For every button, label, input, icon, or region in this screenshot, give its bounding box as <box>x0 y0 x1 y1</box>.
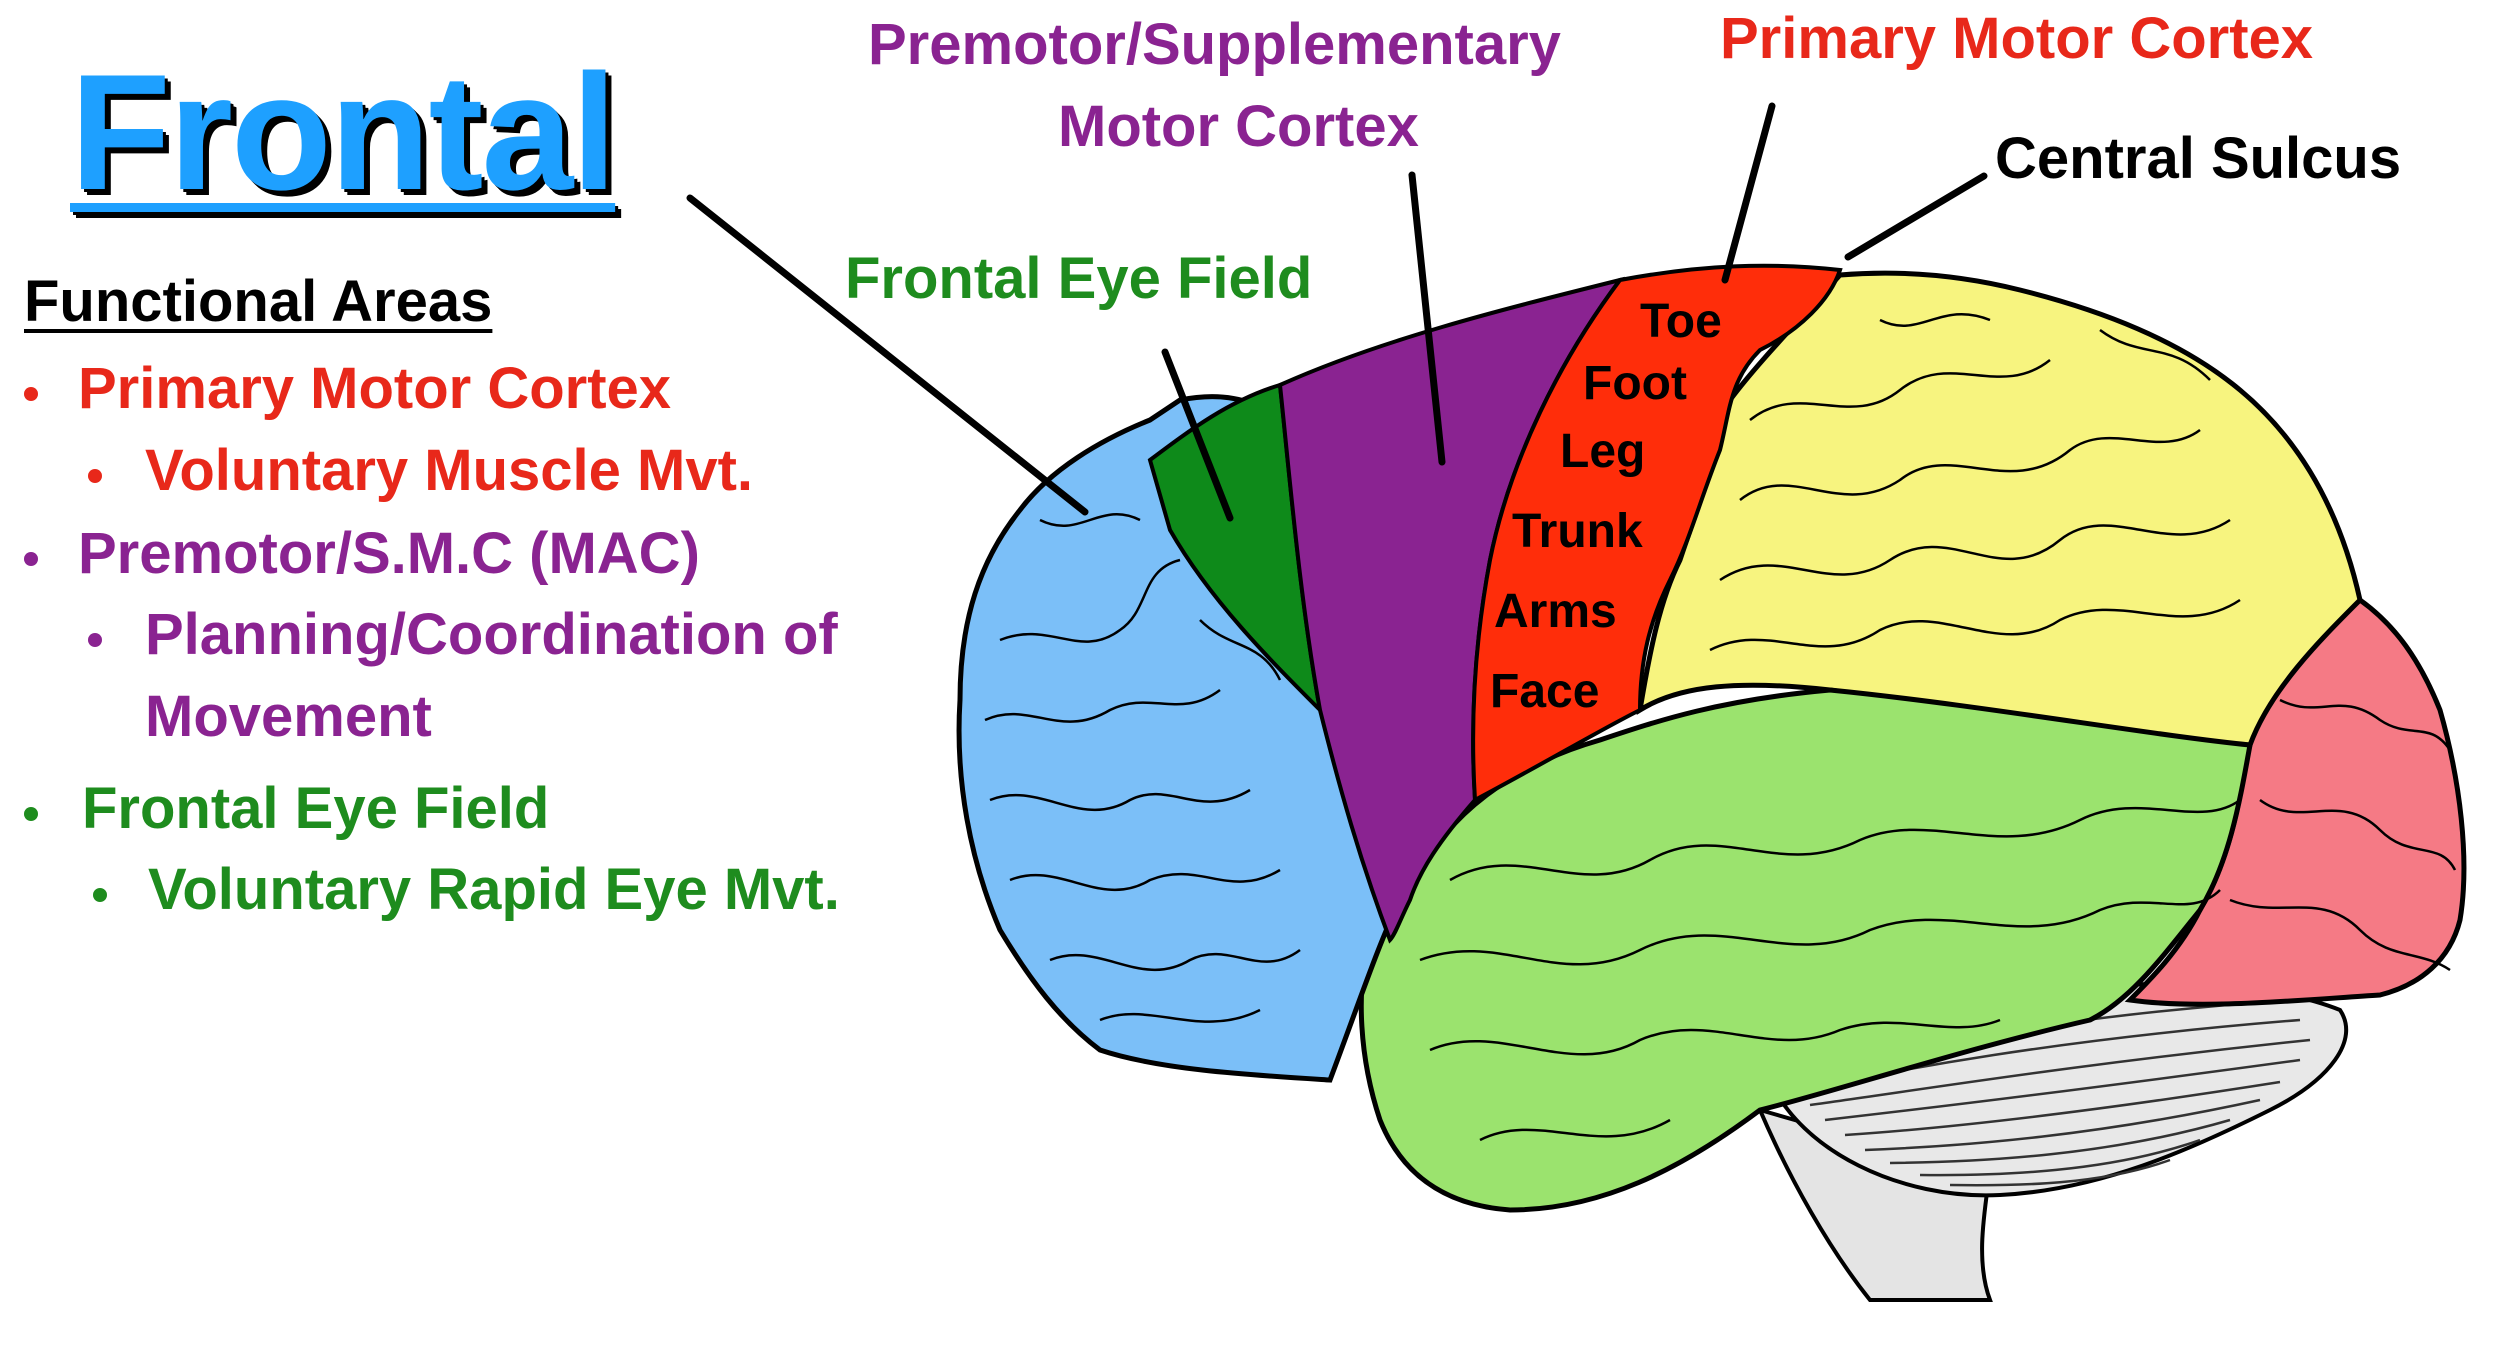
page-title: Frontal <box>70 40 617 224</box>
pointer-line-frontal-eye-field <box>1161 348 1234 522</box>
label-premotor-line1: Premotor/Supplementary <box>868 12 1561 77</box>
list-item-premotor: Premotor/S.M.C (MAC) <box>78 521 700 586</box>
list-item-primary-motor: Primary Motor Cortex <box>78 356 672 421</box>
pointer-lines <box>686 102 1988 522</box>
temporal-gyri <box>1419 798 2241 1142</box>
dotted-boundary <box>1829 688 2251 747</box>
homunculus-toe: Toe <box>1640 295 1722 348</box>
list-item-frontal-eye-field: Frontal Eye Field <box>82 776 550 841</box>
frontal-gyri <box>984 513 1301 1023</box>
label-primary-motor: Primary Motor Cortex <box>1720 6 2314 71</box>
primary-motor-region <box>1471 263 1843 804</box>
pointer-line-central-sulcus <box>1844 172 1988 261</box>
homunculus-face: Face <box>1490 665 1600 718</box>
label-frontal-eye-field: Frontal Eye Field <box>845 246 1313 311</box>
bullet-voluntary-eye <box>93 888 107 902</box>
label-premotor-line2: Motor Cortex <box>1058 94 1419 159</box>
list-subitem-planning-line1: Planning/Coordination of <box>145 602 838 667</box>
bullet-voluntary-muscle <box>88 469 102 483</box>
bullet-planning <box>88 633 102 647</box>
homunculus-foot: Foot <box>1583 357 1687 410</box>
occipital-gyri <box>2229 698 2457 972</box>
pointer-line-premotor <box>1408 171 1446 466</box>
functional-areas-heading: Functional Areas <box>24 269 493 334</box>
homunculus-arms: Arms <box>1494 585 1617 638</box>
bullet-primary-motor <box>24 387 38 401</box>
homunculus-leg: Leg <box>1560 425 1646 478</box>
label-central-sulcus: Central Sulcus <box>1995 126 2402 191</box>
list-subitem-voluntary-muscle: Voluntary Muscle Mvt. <box>145 438 754 503</box>
homunculus-trunk: Trunk <box>1512 505 1643 558</box>
pointer-line-primary-motor <box>1721 102 1776 284</box>
bullet-premotor <box>24 552 38 566</box>
temporal-lobe <box>1358 687 2253 1213</box>
bullet-frontal-eye-field <box>24 807 38 821</box>
list-subitem-planning-line2: Movement <box>145 684 432 749</box>
pointer-line-frontal <box>686 194 1089 516</box>
parietal-gyri <box>1709 313 2241 652</box>
list-subitem-voluntary-eye: Voluntary Rapid Eye Mvt. <box>148 857 840 922</box>
